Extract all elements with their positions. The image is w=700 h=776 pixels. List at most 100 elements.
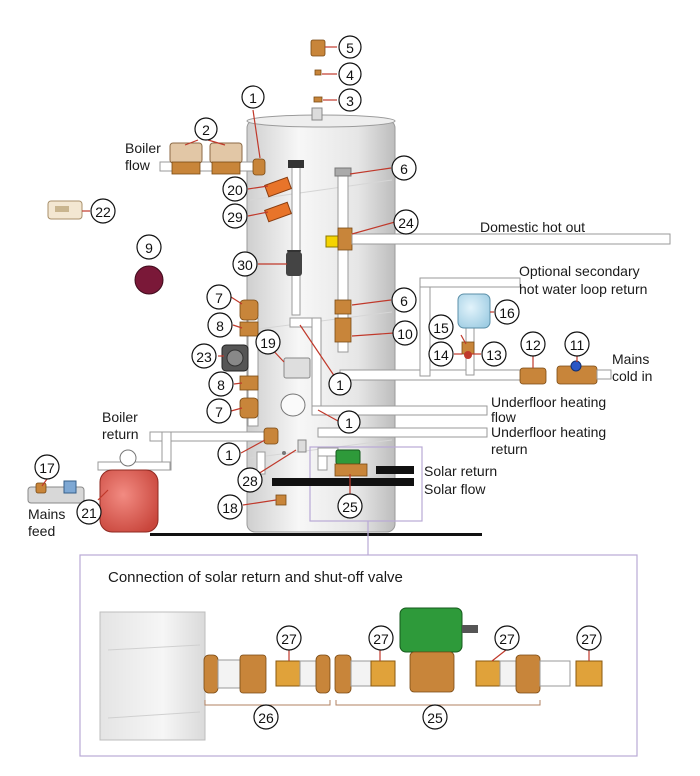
inset-callout-27c: 27 [494, 625, 520, 651]
leader-lines [41, 46, 578, 555]
inset-callout-27b: 27 [368, 625, 394, 651]
svg-text:9: 9 [145, 240, 153, 256]
inset-callout-26: 26 [253, 704, 279, 730]
svg-text:17: 17 [39, 460, 55, 476]
callout-30: 30 [232, 251, 258, 277]
top-fittings [310, 39, 326, 103]
svg-text:29: 29 [227, 209, 243, 225]
inset-title: Connection of solar return and shut-off … [108, 569, 403, 586]
svg-text:8: 8 [216, 318, 224, 334]
item-9-sensor [134, 265, 164, 295]
svg-text:10: 10 [397, 326, 413, 342]
callout-29: 29 [222, 203, 248, 229]
svg-text:25: 25 [427, 710, 443, 726]
callout-24: 24 [393, 209, 419, 235]
label-optional-1: Optional secondary [519, 263, 640, 279]
callout-6b: 6 [391, 287, 417, 313]
svg-text:3: 3 [346, 93, 354, 109]
callout-10: 10 [392, 320, 418, 346]
svg-text:7: 7 [215, 290, 223, 306]
svg-text:1: 1 [225, 447, 233, 463]
domestic-hot-column [325, 167, 671, 353]
callout-20: 20 [222, 176, 248, 202]
inset-callout-27d: 27 [576, 625, 602, 651]
label-ufh-flow-1: Underfloor heating [491, 394, 606, 410]
callout-7b: 7 [206, 398, 232, 424]
label-ufh-return-2: return [491, 441, 528, 457]
callout-1c: 1 [337, 410, 361, 434]
callout-1a: 1 [241, 85, 265, 109]
label-ufh-return-1: Underfloor heating [491, 424, 606, 440]
svg-text:12: 12 [525, 337, 541, 353]
callout-16: 16 [494, 299, 520, 325]
label-ufh-flow-2: flow [491, 409, 517, 425]
svg-text:23: 23 [196, 349, 212, 365]
callout-9: 9 [136, 234, 162, 260]
callout-8a: 8 [207, 312, 233, 338]
svg-text:25: 25 [342, 499, 358, 515]
callout-1b: 1 [328, 372, 352, 396]
svg-text:6: 6 [400, 293, 408, 309]
callout-1d: 1 [217, 442, 241, 466]
svg-text:1: 1 [249, 90, 257, 106]
callout-18: 18 [217, 494, 243, 520]
svg-text:22: 22 [95, 204, 111, 220]
svg-text:21: 21 [81, 505, 97, 521]
svg-text:5: 5 [346, 40, 354, 56]
callout-4: 4 [338, 62, 362, 86]
callout-15: 15 [428, 314, 454, 340]
svg-text:27: 27 [281, 631, 297, 647]
inset-fittings-right [334, 607, 603, 694]
svg-text:14: 14 [433, 347, 449, 363]
label-solar-flow: Solar flow [424, 481, 486, 497]
callouts: 1 2 5 4 3 6 22 20 29 24 9 30 7 6 16 8 15… [34, 35, 590, 525]
cold-feed-pipes [339, 277, 612, 385]
callout-21: 21 [76, 499, 102, 525]
callout-6a: 6 [391, 155, 417, 181]
svg-text:27: 27 [499, 631, 515, 647]
callout-2: 2 [194, 117, 218, 141]
svg-text:26: 26 [258, 710, 274, 726]
callout-22: 22 [90, 198, 116, 224]
callout-11: 11 [564, 331, 590, 357]
expansion-vessel-group [27, 449, 171, 533]
inset-callout-27a: 27 [276, 625, 302, 651]
label-mains-cold-1: Mains [612, 351, 649, 367]
label-mains-cold-2: cold in [612, 368, 652, 384]
label-mains-feed-1: Mains [28, 506, 65, 522]
svg-text:7: 7 [215, 404, 223, 420]
callout-28: 28 [237, 467, 263, 493]
callout-19: 19 [255, 329, 281, 355]
callout-25a: 25 [337, 493, 363, 519]
svg-text:20: 20 [227, 182, 243, 198]
svg-text:18: 18 [222, 500, 238, 516]
callout-23: 23 [191, 343, 217, 369]
inset-panel: Connection of solar return and shut-off … [79, 554, 638, 757]
callout-8b: 8 [208, 371, 234, 397]
callout-13: 13 [481, 341, 507, 367]
svg-text:1: 1 [345, 415, 353, 431]
callout-3: 3 [338, 88, 362, 112]
callout-5: 5 [338, 35, 362, 59]
label-boiler-flow-2: flow [125, 157, 151, 173]
svg-text:15: 15 [433, 320, 449, 336]
inset-callout-25: 25 [422, 704, 448, 730]
floor-line [150, 533, 482, 536]
label-boiler-return-1: Boiler [102, 409, 138, 425]
label-solar-return: Solar return [424, 463, 497, 479]
boiler-flow-pipe [159, 142, 266, 176]
svg-text:13: 13 [486, 347, 502, 363]
label-boiler-flow-1: Boiler [125, 140, 161, 156]
svg-text:28: 28 [242, 473, 258, 489]
solar-connections [256, 439, 423, 522]
svg-text:27: 27 [581, 631, 597, 647]
svg-text:30: 30 [237, 257, 253, 273]
svg-text:2: 2 [202, 122, 210, 138]
callout-7a: 7 [206, 284, 232, 310]
inset-fittings-left [203, 654, 331, 694]
svg-text:6: 6 [400, 161, 408, 177]
svg-text:24: 24 [398, 215, 414, 231]
callout-17: 17 [34, 454, 60, 480]
svg-text:1: 1 [336, 377, 344, 393]
